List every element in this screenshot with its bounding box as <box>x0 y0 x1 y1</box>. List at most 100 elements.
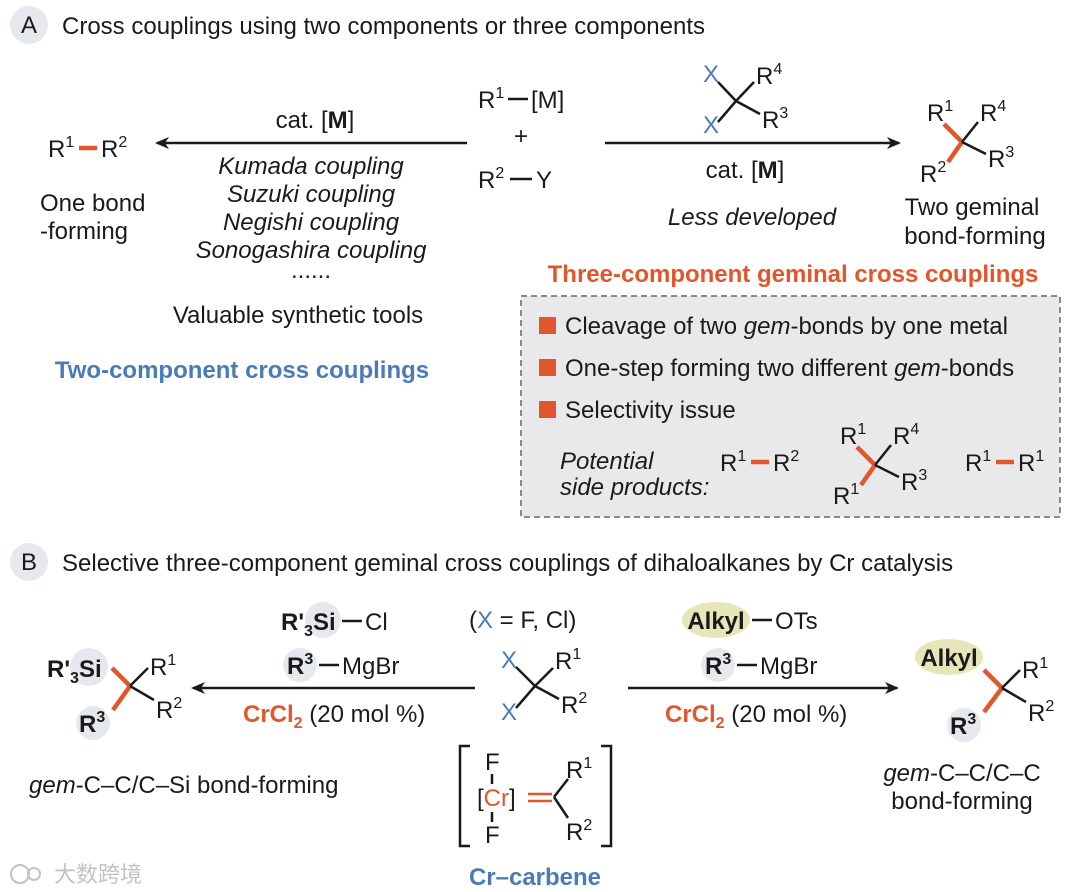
bullet-2 <box>539 359 556 376</box>
svg-text:R3: R3 <box>950 711 976 740</box>
panel-a-reactants: R1 [M] + R2 Y <box>478 85 564 194</box>
svg-text:R2: R2 <box>566 817 592 846</box>
svg-text:R1: R1 <box>566 755 592 784</box>
geminal-bond-2 <box>946 140 964 164</box>
side-products-label-1: Potential <box>560 448 654 475</box>
cr-carbene: F [Cr] F R1 R2 <box>458 744 613 849</box>
svg-text:R1: R1 <box>927 98 953 127</box>
coupling-ellipsis: ...... <box>291 257 331 284</box>
svg-text:F: F <box>485 822 500 849</box>
svg-text:R1: R1 <box>48 134 74 163</box>
svg-text:R2: R2 <box>101 134 127 163</box>
reactant-metal: [M] <box>531 87 564 114</box>
reactant-plus: + <box>514 123 528 150</box>
watermark-text: 大数跨境 <box>54 863 142 888</box>
coupling-suzuki: Suzuki coupling <box>227 181 396 208</box>
svg-text:R3: R3 <box>988 144 1014 173</box>
silane-reagent: R'3Si <box>281 609 336 640</box>
svg-text:R2: R2 <box>156 695 182 724</box>
reactant-r1: R <box>478 87 495 114</box>
silane-cl: Cl <box>365 609 388 636</box>
svg-text:R4: R4 <box>756 61 782 90</box>
dihaloalkane: X X R1 R2 <box>501 646 587 726</box>
svg-text:R2: R2 <box>920 159 946 188</box>
svg-text:R2: R2 <box>561 690 587 719</box>
two-geminal-line2: bond-forming <box>904 223 1045 250</box>
two-component-heading: Two-component cross couplings <box>55 357 429 384</box>
panel-a-left-catalyst: cat. [M] <box>276 107 355 134</box>
svg-text:R3: R3 <box>762 105 788 134</box>
left-catalyst: CrCl2 (20 mol %) <box>243 701 425 732</box>
one-bond-line1: One bond <box>40 190 145 217</box>
svg-text:F: F <box>485 749 500 776</box>
svg-text:X: X <box>703 61 719 88</box>
svg-text:R4: R4 <box>893 421 919 450</box>
watermark-logo-icon <box>10 864 30 884</box>
svg-text:R1: R1 <box>478 85 504 114</box>
svg-text:R1: R1 <box>720 448 746 477</box>
box-item-2: One-step forming two different gem-bonds <box>565 355 1014 382</box>
right-desc-line2: bond-forming <box>891 788 1032 815</box>
panel-b: B Selective three-component geminal cros… <box>10 543 1054 891</box>
one-bond-line2: -forming <box>40 218 128 245</box>
svg-text:R1: R1 <box>833 481 859 510</box>
panel-a: A Cross couplings using two components o… <box>10 6 1061 518</box>
panel-a-letter: A <box>21 12 37 39</box>
left-product-description: gem-C–C/C–Si bond-forming <box>29 772 338 799</box>
x-definition: (X = F, Cl) <box>469 607 576 634</box>
svg-text:R3: R3 <box>79 709 105 738</box>
box-item-3: Selectivity issue <box>565 397 736 424</box>
coupling-negishi: Negishi coupling <box>223 209 400 236</box>
reactant-r2: R <box>478 167 495 194</box>
reactant-r2-sup: 2 <box>495 165 504 182</box>
grignard-left-mgbr: MgBr <box>342 653 399 680</box>
alkyl-highlight <box>682 602 750 638</box>
carbene-bracket-right <box>601 744 613 848</box>
reactant-r1-sup: 1 <box>495 85 504 102</box>
selectivity-box <box>520 295 1061 518</box>
panel-b-badge <box>10 543 48 581</box>
svg-text:R2: R2 <box>478 165 504 194</box>
silane-highlight <box>305 602 341 638</box>
svg-text:X: X <box>501 647 517 674</box>
grignard-left-r3: R3 <box>287 651 313 680</box>
alkyl-ots: OTs <box>775 608 818 635</box>
silyl-product: R'3Si R1 R3 R2 <box>47 648 182 740</box>
coupling-kumada: Kumada coupling <box>218 153 404 180</box>
grignard-right-mgbr: MgBr <box>760 653 817 680</box>
bullet-1 <box>539 317 556 334</box>
coupling-sonogashira: Sonogashira coupling <box>196 237 427 264</box>
svg-text:Alkyl: Alkyl <box>920 645 977 672</box>
carbene-bracket-left <box>458 744 470 848</box>
side-product-r1-r1: R1 R1 <box>965 448 1044 477</box>
svg-text:[Cr]: [Cr] <box>477 785 516 812</box>
svg-text:R1: R1 <box>840 421 866 450</box>
geminal-product: R1 R4 R2 R3 <box>920 98 1014 188</box>
alkyl-reagent: Alkyl <box>687 608 744 635</box>
svg-text:R4: R4 <box>980 98 1006 127</box>
svg-text:X: X <box>703 112 719 139</box>
svg-text:R3: R3 <box>901 467 927 496</box>
bullet-3 <box>539 401 556 418</box>
watermark: 大数跨境 <box>10 863 142 888</box>
svg-text:R2: R2 <box>773 448 799 477</box>
right-desc-line1: gem-C–C/C–C <box>883 760 1040 787</box>
three-component-heading: Three-component geminal cross couplings <box>548 261 1039 288</box>
product-r1-r2: R1 R2 <box>48 134 127 163</box>
svg-text:R1: R1 <box>150 652 176 681</box>
side-product-quaternary: R1 R4 R1 R3 <box>833 421 927 510</box>
grignard-right-r3: R3 <box>705 651 731 680</box>
side-products-label-2: side products: <box>560 474 709 501</box>
two-geminal-line1: Two geminal <box>905 194 1040 221</box>
side-product-r1-r2: R1 R2 <box>720 448 799 477</box>
panel-a-title: Cross couplings using two components or … <box>62 13 705 40</box>
panel-a-right-catalyst: cat. [M] <box>706 157 785 184</box>
tools-caption: Valuable synthetic tools <box>173 302 423 329</box>
reactant-y: Y <box>536 167 552 194</box>
panel-a-badge <box>10 6 48 44</box>
svg-text:X: X <box>501 699 517 726</box>
svg-text:R'3Si: R'3Si <box>47 656 102 687</box>
box-item-1: Cleavage of two gem-bonds by one metal <box>565 313 1008 340</box>
svg-text:R2: R2 <box>1028 698 1054 727</box>
